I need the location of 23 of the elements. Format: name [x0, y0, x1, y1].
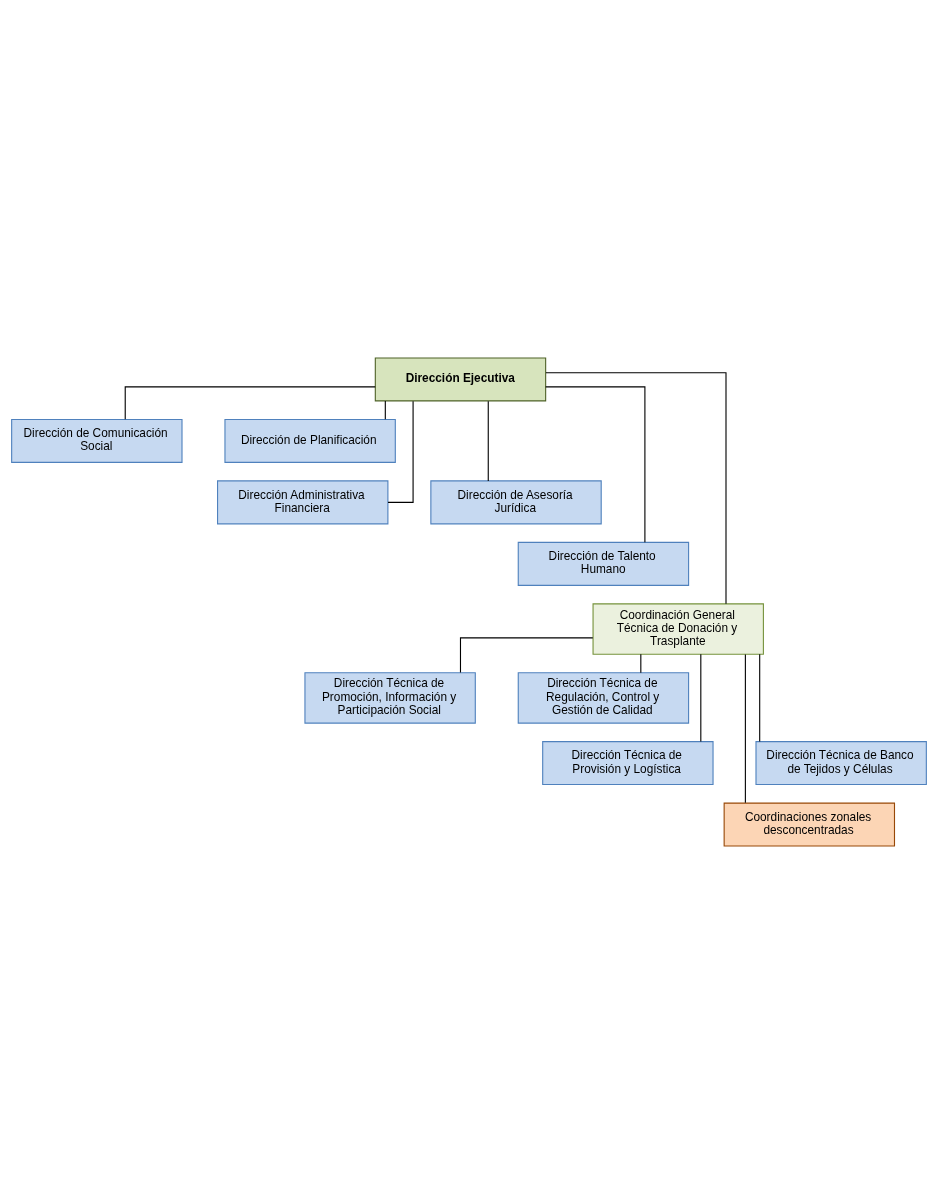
node-box: Dirección Técnica de Regulación, Control y Gestión de Calidad [517, 671, 690, 724]
node-box: Dirección Técnica de Promoción, Información y Participación Social [304, 671, 476, 724]
connector [384, 399, 386, 420]
node-box: Dirección Técnica de Banco de Tejidos y Células [755, 740, 927, 785]
node-box: Dirección de Planificación [224, 418, 396, 463]
connector [487, 400, 489, 481]
node-box: Dirección de Asesoría Jurídica [430, 479, 602, 524]
node-box: Dirección Ejecutiva [374, 356, 547, 401]
node-box: Coordinación General Técnica de Donación y Trasplante [592, 602, 764, 655]
connector [459, 636, 594, 673]
node-box: Coordinaciones zonales desconcentradas [723, 802, 896, 847]
node-box: Dirección de Talento Humano [517, 541, 690, 586]
connector [545, 371, 727, 604]
node-box: Dirección Técnica de Provisión y Logística [542, 740, 714, 785]
connector [700, 653, 702, 742]
connector [640, 653, 642, 673]
connector [759, 653, 761, 742]
node-box: Dirección Administrativa Financiera [217, 479, 389, 524]
connector [744, 653, 746, 803]
node-box: Dirección de Comunicación Social [11, 418, 183, 463]
connector [124, 385, 376, 420]
connector [545, 385, 646, 543]
connector [387, 400, 414, 503]
